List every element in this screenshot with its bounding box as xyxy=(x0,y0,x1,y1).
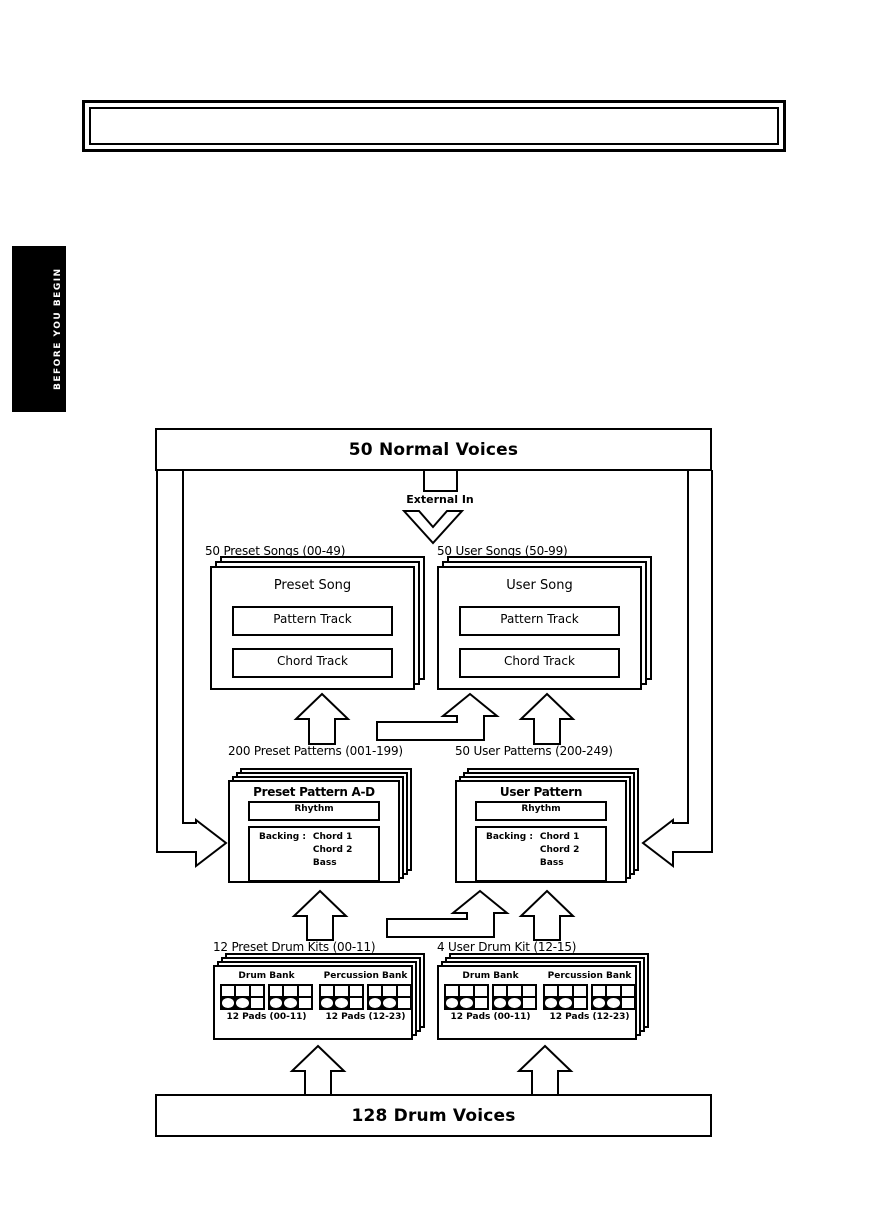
external-in-label: External In xyxy=(406,493,474,506)
percussion-bank: Percussion Bank 12 Pads (12-23) xyxy=(543,971,636,1038)
normal-voices-label: 50 Normal Voices xyxy=(348,439,519,460)
backing-part: Chord 2 xyxy=(312,845,353,855)
user-kits-stack: Drum Bank 12 Pads (00-11) Percussion Ban… xyxy=(437,953,649,1040)
user-song-card: User Song Pattern Track Chord Track xyxy=(437,566,642,690)
backing-label: Backing : xyxy=(259,832,306,842)
preset-patterns-stack: Preset Pattern A-D Rhythm Backing : Chor… xyxy=(228,768,412,883)
preset-patterns-caption: 200 Preset Patterns (001-199) xyxy=(228,744,403,758)
bank-name: Drum Bank xyxy=(238,971,295,981)
preset-song-card: Preset Song Pattern Track Chord Track xyxy=(210,566,415,690)
user-kits-caption: 4 User Drum Kit (12-15) xyxy=(437,940,577,954)
pad-grid xyxy=(319,984,412,1010)
top-banner-box xyxy=(82,100,786,152)
normal-voices-box: 50 Normal Voices xyxy=(155,428,712,471)
drum-voices-label: 128 Drum Voices xyxy=(351,1105,516,1126)
section-tab: BEFORE YOU BEGIN xyxy=(12,246,66,412)
bank-caption: 12 Pads (12-23) xyxy=(549,1012,630,1022)
bank-caption: 12 Pads (12-23) xyxy=(325,1012,406,1022)
pattern-track-box: Pattern Track xyxy=(459,606,620,636)
bank-name: Drum Bank xyxy=(462,971,519,981)
backing-box: Backing : Chord 1 Chord 2 Bass xyxy=(475,826,607,882)
drum-bank: Drum Bank 12 Pads (00-11) xyxy=(444,971,537,1038)
arrow-presetkit-to-presetpattern-icon xyxy=(291,889,349,941)
backing-label: Backing : xyxy=(486,832,533,842)
backing-part: Chord 1 xyxy=(539,832,580,842)
arrow-drumvoices-to-presetkit-icon xyxy=(289,1044,347,1096)
external-in-down-arrow-icon xyxy=(401,510,465,545)
pad-block-icon xyxy=(268,984,313,1010)
preset-songs-caption: 50 Preset Songs (00-49) xyxy=(205,544,346,558)
bank-caption: 12 Pads (00-11) xyxy=(450,1012,531,1022)
preset-kits-stack: Drum Bank 12 Pads (00-11) Percussion Ban… xyxy=(213,953,425,1040)
external-in-stub xyxy=(423,470,458,492)
backing-part: Chord 1 xyxy=(312,832,353,842)
pad-grid xyxy=(543,984,636,1010)
right-feed-arrow-icon xyxy=(641,470,713,869)
left-feed-arrow-icon xyxy=(156,470,228,869)
user-songs-stack: User Song Pattern Track Chord Track xyxy=(437,556,652,690)
backing-box: Backing : Chord 1 Chord 2 Bass xyxy=(248,826,380,882)
pad-block-icon xyxy=(444,984,489,1010)
backing-part: Chord 2 xyxy=(539,845,580,855)
pad-grid xyxy=(444,984,537,1010)
preset-kits-caption: 12 Preset Drum Kits (00-11) xyxy=(213,940,376,954)
pad-block-icon xyxy=(367,984,412,1010)
backing-part: Bass xyxy=(312,858,337,868)
user-pattern-card: User Pattern Rhythm Backing : Chord 1 Ch… xyxy=(455,780,627,883)
pattern-track-box: Pattern Track xyxy=(232,606,393,636)
user-kit-card: Drum Bank 12 Pads (00-11) Percussion Ban… xyxy=(437,965,637,1040)
user-patterns-stack: User Pattern Rhythm Backing : Chord 1 Ch… xyxy=(455,768,639,883)
backing-part: Bass xyxy=(539,858,564,868)
pad-block-icon xyxy=(543,984,588,1010)
user-song-title: User Song xyxy=(506,578,573,593)
arrow-drumvoices-to-userkit-icon xyxy=(516,1044,574,1096)
chord-track-box: Chord Track xyxy=(459,648,620,678)
bank-name: Percussion Bank xyxy=(323,971,408,981)
bank-name: Percussion Bank xyxy=(547,971,632,981)
pad-grid xyxy=(220,984,313,1010)
chord-track-box: Chord Track xyxy=(232,648,393,678)
pad-block-icon xyxy=(492,984,537,1010)
bank-caption: 12 Pads (00-11) xyxy=(226,1012,307,1022)
preset-kit-card: Drum Bank 12 Pads (00-11) Percussion Ban… xyxy=(213,965,413,1040)
user-pattern-title: User Pattern xyxy=(499,785,583,799)
drum-bank: Drum Bank 12 Pads (00-11) xyxy=(220,971,313,1038)
preset-pattern-card: Preset Pattern A-D Rhythm Backing : Chor… xyxy=(228,780,400,883)
preset-pattern-title: Preset Pattern A-D xyxy=(253,785,375,799)
arrow-presetkit-to-userpattern-icon xyxy=(386,889,510,938)
pad-block-icon xyxy=(220,984,265,1010)
pad-block-icon xyxy=(591,984,636,1010)
pad-block-icon xyxy=(319,984,364,1010)
rhythm-box: Rhythm xyxy=(248,801,380,821)
preset-songs-stack: Preset Song Pattern Track Chord Track xyxy=(210,556,425,690)
arrow-userkit-to-userpattern-icon xyxy=(518,889,576,941)
user-songs-caption: 50 User Songs (50-99) xyxy=(437,544,568,558)
percussion-bank: Percussion Bank 12 Pads (12-23) xyxy=(319,971,412,1038)
preset-song-title: Preset Song xyxy=(273,578,352,593)
drum-voices-box: 128 Drum Voices xyxy=(155,1094,712,1137)
arrow-presetpattern-to-presetsong-icon xyxy=(293,692,351,745)
user-patterns-caption: 50 User Patterns (200-249) xyxy=(455,744,613,758)
rhythm-box: Rhythm xyxy=(475,801,607,821)
arrow-presetpattern-to-usersong-icon xyxy=(376,692,500,741)
arrow-userpattern-to-usersong-icon xyxy=(518,692,576,745)
top-banner-inner-frame xyxy=(89,107,779,145)
